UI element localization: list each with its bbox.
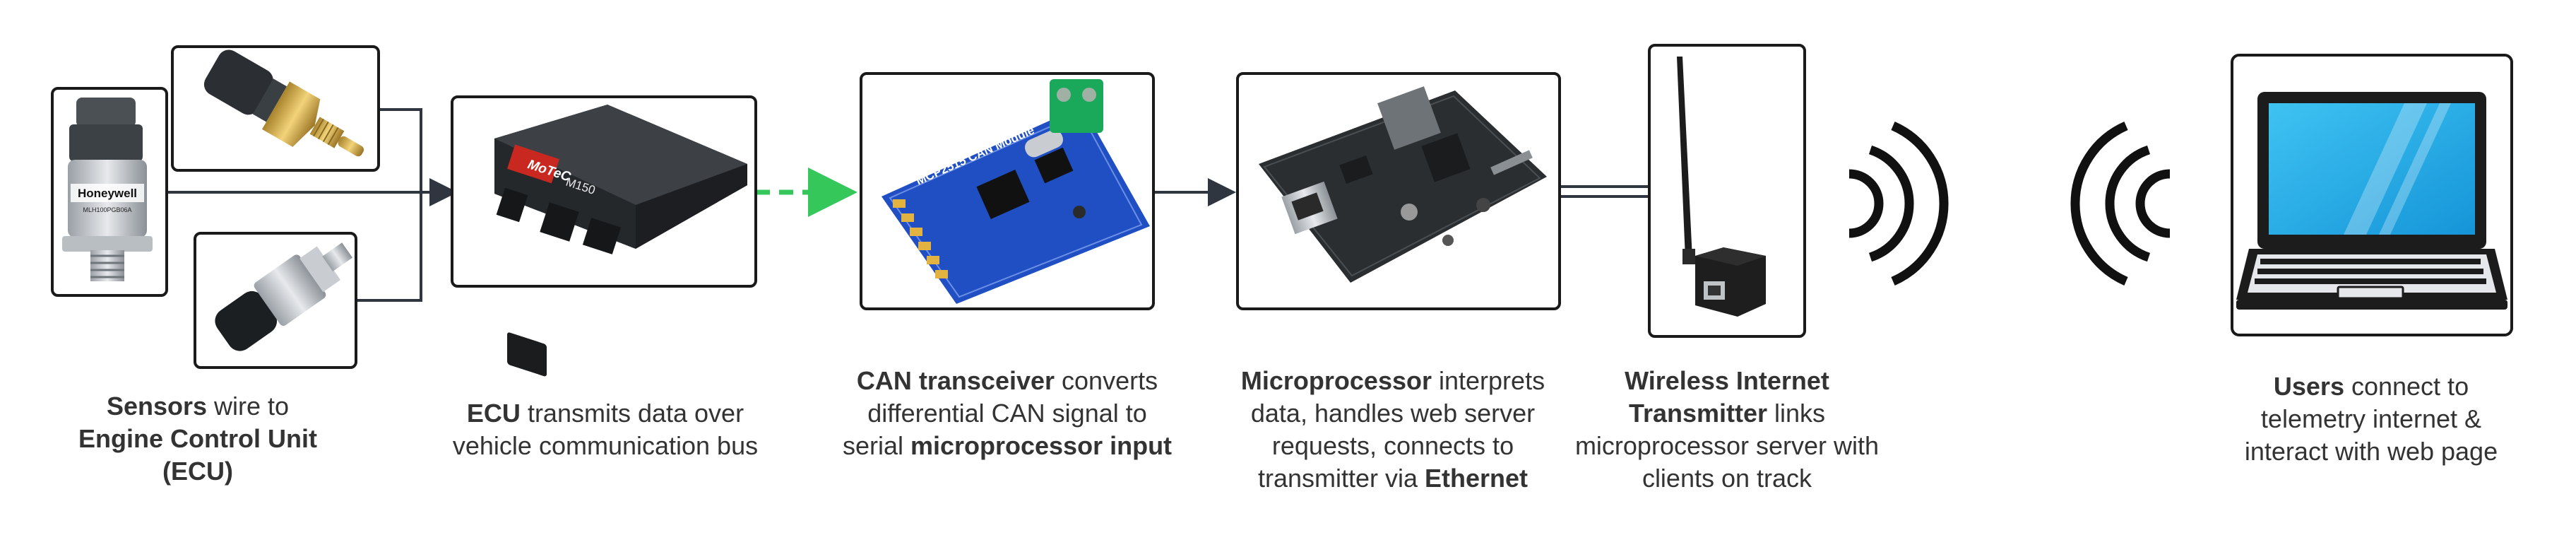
pressure-sensor-icon: Honeywell MLH100PGB06A xyxy=(62,98,153,281)
oil-pressure-sensor-node xyxy=(194,232,357,369)
sensor-bottom-wire xyxy=(356,192,422,302)
caption-can: CAN transceiver converts differential CA… xyxy=(838,365,1177,462)
oil-pressure-sensor-icon xyxy=(215,242,353,351)
laptop-icon xyxy=(2236,92,2507,310)
temperature-sensor-node xyxy=(171,45,380,172)
wifi-signal-receive-icon xyxy=(2070,122,2171,286)
caption-sensors-text: wire to xyxy=(207,392,290,421)
caption-can-bold-1: CAN transceiver xyxy=(856,366,1055,395)
caption-ecu-text: transmits data over vehicle communicatio… xyxy=(452,399,759,460)
can-transceiver-node: MCP2515 CAN Module xyxy=(860,72,1155,310)
sensor-model-text: MLH100PGB06A xyxy=(83,206,131,213)
pressure-sensor-node: Honeywell MLH100PGB06A xyxy=(51,87,168,297)
caption-sensors-bold-2: Engine Control Unit (ECU) xyxy=(78,424,317,486)
sensor-brand-text: Honeywell xyxy=(78,187,137,200)
caption-can-text: converts differential CAN signal to seri… xyxy=(842,366,1158,460)
caption-micro-text: interprets data, handles web server requ… xyxy=(1250,366,1545,493)
wireless-transmitter-icon xyxy=(1677,57,1766,317)
caption-sensors: Sensors wire to Engine Control Unit (ECU… xyxy=(78,390,318,488)
caption-users-text: connect to telemetry internet & interact… xyxy=(2244,372,2498,466)
can-transceiver-board-icon: MCP2515 CAN Module xyxy=(882,79,1150,304)
caption-users: Users connect to telemetry internet & in… xyxy=(2219,370,2523,468)
ecu-node: MoTeC M150 xyxy=(451,95,757,377)
caption-wireless: Wireless Internet Transmitter links micr… xyxy=(1554,365,1900,495)
ecu-module-icon: MoTeC M150 xyxy=(494,105,747,377)
caption-sensors-bold-1: Sensors xyxy=(106,392,208,421)
connectors xyxy=(167,108,1649,302)
wifi-signal-transmit-icon xyxy=(1848,122,1949,286)
caption-ecu: ECU transmits data over vehicle communic… xyxy=(439,397,771,462)
caption-wireless-bold-1: Wireless Internet Transmitter xyxy=(1625,366,1829,428)
caption-can-bold-2: microprocessor input xyxy=(910,431,1173,460)
caption-users-bold-1: Users xyxy=(2273,372,2344,401)
caption-wireless-text: links microprocessor server with clients… xyxy=(1574,399,1880,493)
temperature-sensor-icon xyxy=(203,49,364,157)
caption-ecu-bold-1: ECU xyxy=(466,399,521,428)
sensor-top-wire xyxy=(379,108,422,192)
wireless-transmitter-node xyxy=(1648,44,1806,338)
microprocessor-board-icon xyxy=(1259,86,1547,283)
caption-micro-bold-2: Ethernet xyxy=(1425,464,1529,493)
laptop-node xyxy=(2231,54,2513,336)
caption-microprocessor: Microprocessor interprets data, handles … xyxy=(1209,365,1577,495)
caption-micro-bold-1: Microprocessor xyxy=(1240,366,1432,395)
microprocessor-node xyxy=(1236,72,1561,310)
